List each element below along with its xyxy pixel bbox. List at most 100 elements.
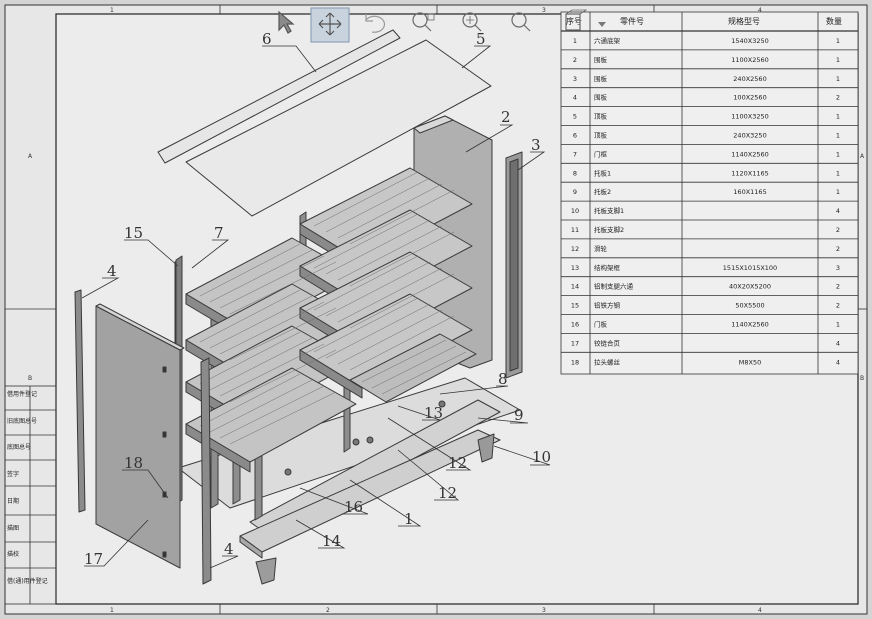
- bom-cell-index: 8: [573, 169, 577, 177]
- callout-17: 15: [124, 224, 143, 242]
- shelf-mesh: [199, 171, 467, 445]
- side-label-1: 借用件登记: [7, 390, 37, 398]
- zoom-fit-icon[interactable]: [455, 8, 487, 40]
- zone-ticks: [5, 5, 867, 614]
- bom-cell-part: 托板1: [594, 168, 611, 177]
- view-toolbar: [270, 7, 612, 43]
- bom-header-index: 序号: [566, 16, 582, 26]
- bom-cell-index: 16: [571, 320, 579, 328]
- callout-13: 13: [424, 404, 443, 422]
- bom-cell-qty: 1: [836, 37, 840, 45]
- zone-top-4: 4: [758, 7, 762, 14]
- bom-cell-part: 托板支脚1: [594, 206, 624, 215]
- callout-10: 10: [532, 448, 551, 466]
- callout-4-front: 4: [224, 540, 234, 558]
- bom-cell-qty: 4: [836, 207, 840, 215]
- bom-cell-qty: 3: [836, 264, 840, 272]
- zone-bottom-1: 1: [110, 607, 114, 614]
- bom-cell-qty: 4: [836, 358, 840, 366]
- zoom-area-icon[interactable]: [405, 8, 437, 40]
- rotate-icon[interactable]: [360, 8, 392, 40]
- bom-cell-part: 铰链合页: [594, 338, 621, 347]
- bom-cell-index: 6: [573, 131, 577, 139]
- tray-8: [349, 333, 477, 403]
- bom-cell-spec: 40X20X5200: [729, 283, 771, 291]
- bom-cell-index: 18: [571, 358, 579, 366]
- bom-cell-qty: 1: [836, 169, 840, 177]
- zone-labels: 1 2 3 4 1 2 3 4 A B A B: [28, 7, 865, 614]
- callout-12-upper: 12: [448, 454, 467, 472]
- callout-14: 14: [322, 532, 341, 550]
- bom-cell-index: 11: [571, 226, 579, 234]
- bom-cell-spec: M8X50: [739, 358, 761, 366]
- side-label-8: 借(通)用件登记: [7, 577, 48, 585]
- foot-bottom: [255, 557, 277, 585]
- select-pointer-icon[interactable]: [270, 8, 300, 38]
- bom-cell-part: 托板2: [594, 187, 611, 196]
- bom-cell-part: 铝制支腿六通: [594, 282, 634, 291]
- bom-cell-spec: 1140X2560: [731, 150, 769, 158]
- bom-cell-spec: 100X2560: [733, 94, 766, 102]
- zone-right-b: B: [860, 375, 864, 382]
- bom-cell-part: 顶板: [594, 112, 608, 121]
- bom-row: 14 铝制支腿六通 40X20X5200 2: [571, 282, 840, 291]
- side-label-5: 日期: [7, 497, 19, 505]
- bom-cell-qty: 1: [836, 131, 840, 139]
- callout-12-lower: 12: [438, 484, 457, 502]
- bom-cell-qty: 2: [836, 245, 840, 253]
- bom-cell-index: 3: [573, 75, 577, 83]
- callout-8: 8: [498, 370, 508, 388]
- bom-cell-part: 围板: [594, 93, 608, 102]
- bom-cell-part: 六通底架: [594, 36, 621, 45]
- bom-header-qty: 数量: [826, 16, 842, 26]
- zone-left-a: A: [28, 153, 33, 160]
- zoom-icon[interactable]: [505, 8, 537, 40]
- bom-cell-spec: 1100X2560: [731, 56, 769, 64]
- side-label-7: 描校: [7, 550, 19, 558]
- side-label-6: 描图: [7, 524, 19, 532]
- bom-cell-index: 13: [571, 264, 579, 272]
- bom-cell-qty: 1: [836, 320, 840, 328]
- zone-bottom-4: 4: [758, 607, 762, 614]
- bom-cell-qty: 2: [836, 283, 840, 291]
- exploded-drawing: [74, 29, 523, 585]
- strip-4-front: [200, 357, 212, 585]
- bom-cell-part: 围板: [594, 55, 608, 64]
- callout-16: 17: [84, 550, 103, 568]
- bom-cell-spec: 240X2560: [733, 75, 766, 83]
- bom-cell-spec: 1100X3250: [731, 113, 769, 121]
- bom-cell-index: 14: [571, 283, 579, 291]
- bom-cell-qty: 1: [836, 56, 840, 64]
- callout-3: 3: [531, 136, 541, 154]
- bom-cell-qty: 1: [836, 188, 840, 196]
- bom-cell-index: 1: [573, 37, 577, 45]
- zone-right-a: A: [860, 153, 865, 160]
- foot-10: [477, 433, 495, 463]
- zone-bottom-3: 3: [542, 607, 546, 614]
- bom-cell-spec: 1515X1015X100: [723, 264, 777, 272]
- bom-cell-qty: 2: [836, 302, 840, 310]
- bom-cell-part: 顶板: [594, 130, 608, 139]
- callout-9: 9: [514, 406, 524, 424]
- callout-numbers: 6 5 2 3 4 15 7 8 9 10 13 12 12 1 16 14 1…: [84, 30, 551, 568]
- bom-cell-spec: 50X5500: [735, 302, 764, 310]
- leader-lines: [81, 45, 551, 569]
- bom-cell-part: 门板: [594, 319, 608, 328]
- bom-cell-qty: 2: [836, 226, 840, 234]
- display-style-icon[interactable]: [592, 8, 612, 38]
- top-panel-5: [185, 39, 492, 217]
- pan-move-icon[interactable]: [310, 7, 350, 43]
- view-orientation-icon[interactable]: [560, 8, 588, 38]
- bom-cell-spec: 1540X3250: [731, 37, 769, 45]
- shelves-right: [299, 167, 477, 403]
